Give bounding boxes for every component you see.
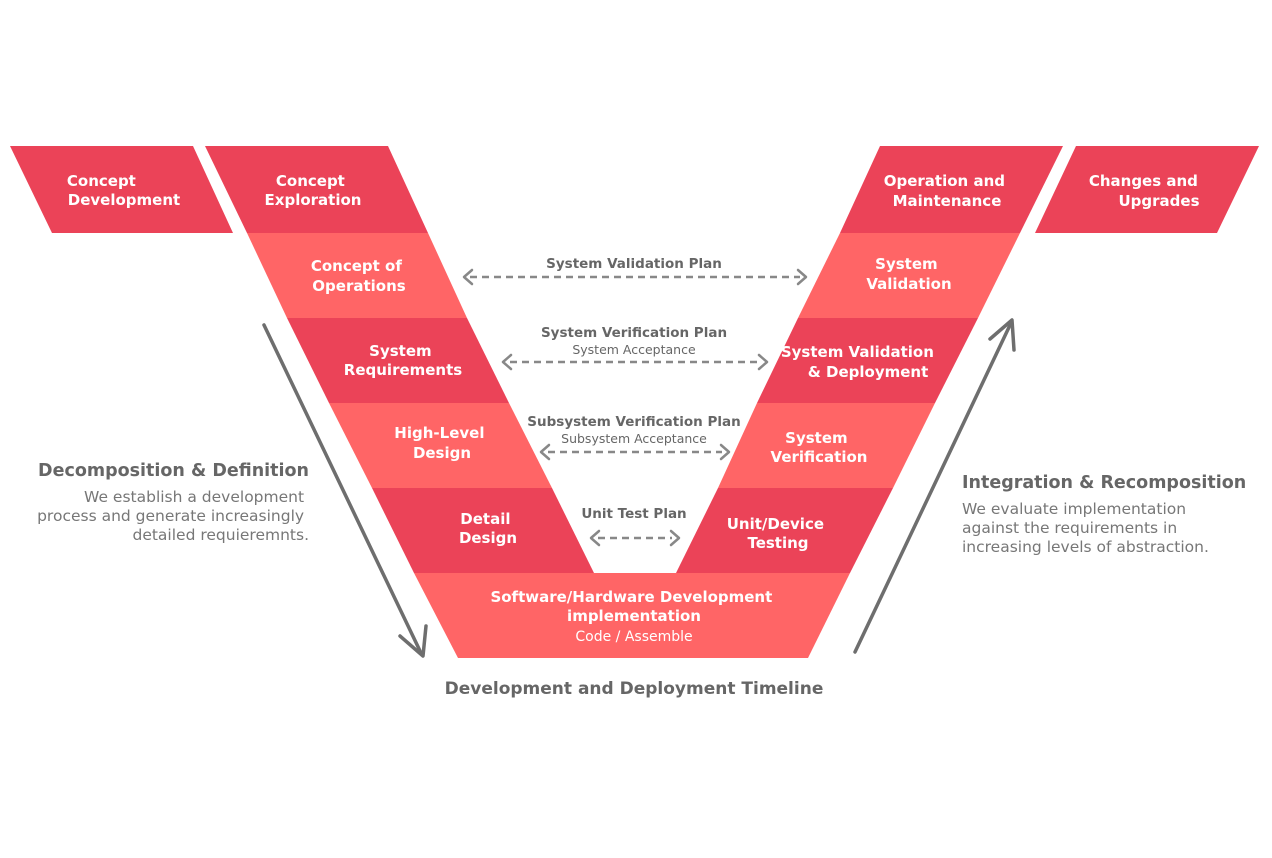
integration-arrow [853,318,1016,654]
high-level-design-label: High-Level Design [394,424,489,462]
left-band-concept-exploration [205,146,428,233]
concept-of-operations-label: Concept of Operations [311,257,407,295]
integration-title: Integration & Recomposition [962,473,1246,493]
decomposition-arrow [262,323,428,658]
system-validation-deployment-label: System Validation & Deployment [781,343,939,381]
changes-and-upgrades-label: Changes and Upgrades [1089,172,1203,210]
decomposition-description: We establish a development process and g… [37,488,309,544]
subsystem-verification-plan-title: Subsystem Verification Plan [527,414,740,430]
unit-test-plan-arrow [589,529,681,547]
system-verification-label: System Verification [771,429,868,466]
concept-exploration-label: Concept Exploration [265,172,362,209]
subsystem-acceptance-label: Subsystem Acceptance [561,431,707,446]
left-band-system-requirements [287,318,509,403]
system-requirements-label: System Requirements [344,342,463,379]
subsystem-verification-plan-arrow [539,443,731,461]
left-band-high-level-design [329,403,552,488]
right-band-system-validation-deployment [757,318,978,403]
right-band-operation-and-maintenance [840,146,1063,233]
integration-description: We evaluate implementation against the r… [962,500,1209,556]
implementation-label: Software/Hardware Development implementa… [490,588,777,625]
system-validation-plan-title: System Validation Plan [546,256,722,272]
detail-design-label: Detail Design [459,510,517,547]
system-validation-plan-arrow [462,268,808,286]
decomposition-title: Decomposition & Definition [38,461,309,481]
right-band-system-validation [798,233,1020,318]
system-acceptance-label: System Acceptance [572,342,696,357]
changes-and-upgrades-box [1035,146,1259,233]
unit-device-testing-label: Unit/Device Testing [727,515,830,552]
concept-development-label: Concept Development [67,172,180,209]
code-assemble-label: Code / Assemble [575,629,692,645]
operation-and-maintenance-label: Operation and Maintenance [884,172,1010,210]
concept-development-box [10,146,233,233]
system-validation-label: System Validation [866,255,951,293]
left-band-concept-of-operations [247,233,467,318]
system-verification-plan-arrow [501,353,769,371]
bottom-band-implementation [414,573,850,658]
right-band-system-verification [718,403,935,488]
timeline-label: Development and Deployment Timeline [445,679,824,699]
unit-test-plan-title: Unit Test Plan [581,506,686,522]
right-band-unit-device-testing [676,488,893,573]
system-verification-plan-title: System Verification Plan [541,325,727,341]
left-band-detail-design [372,488,594,573]
